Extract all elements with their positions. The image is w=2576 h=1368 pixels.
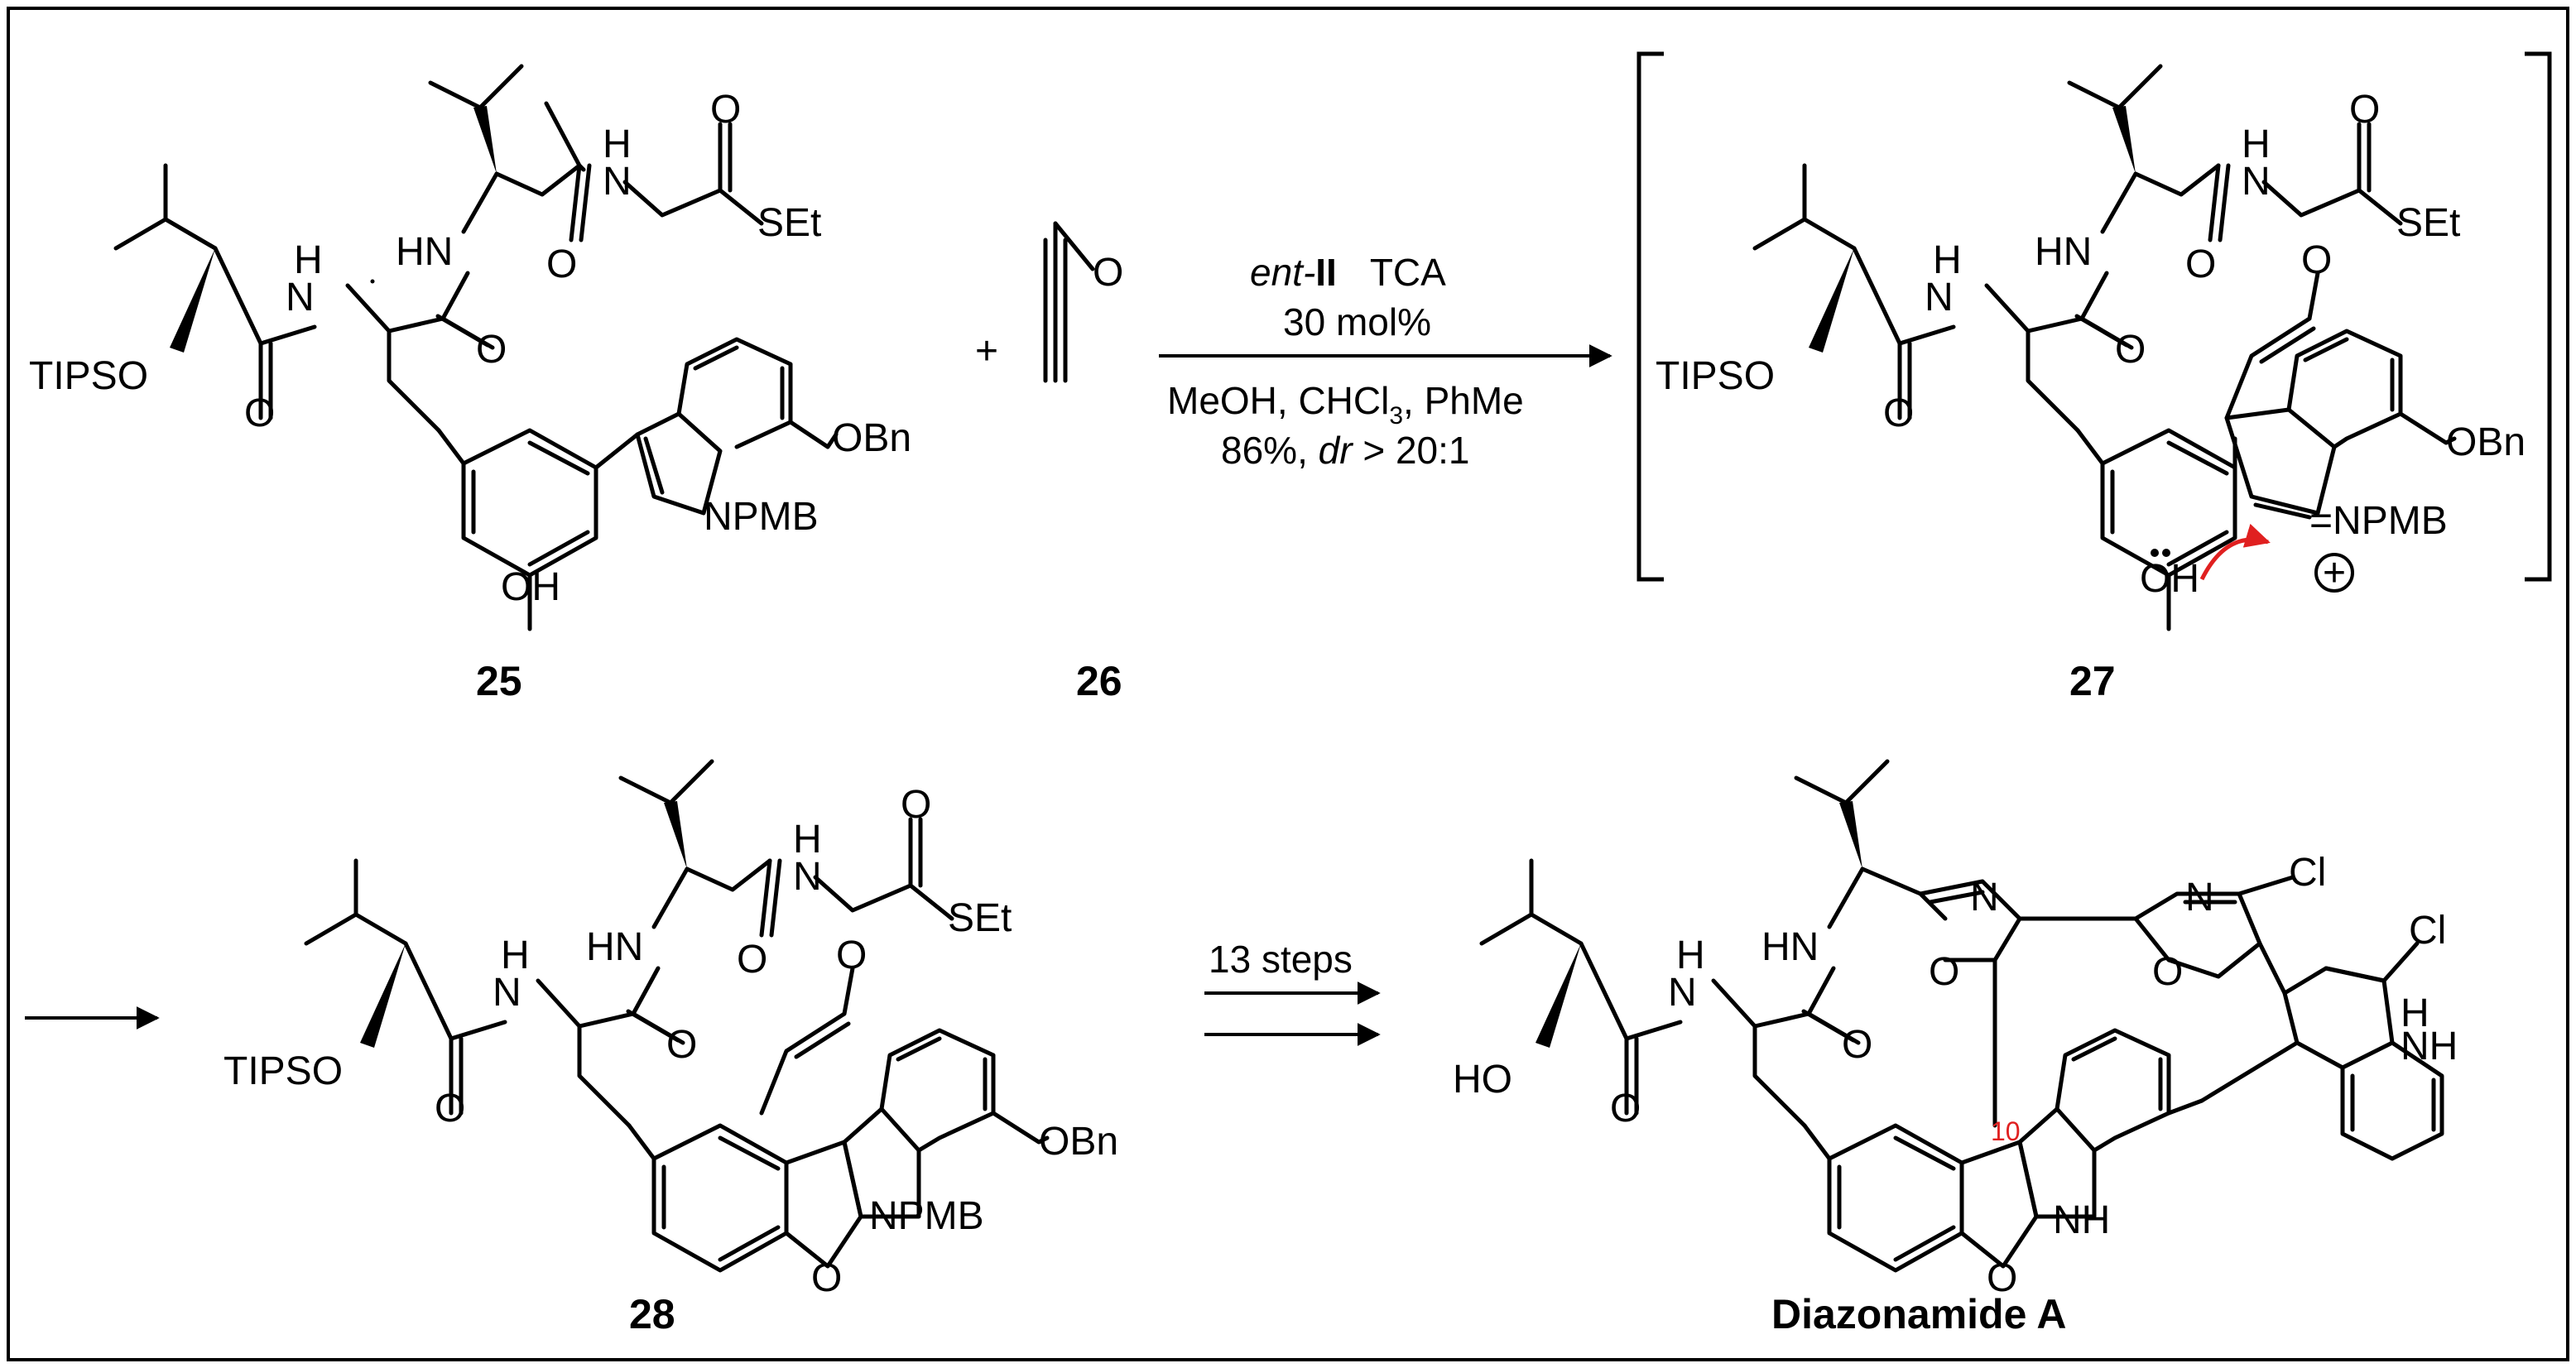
compound-26	[1043, 221, 1095, 383]
bracket-right	[2525, 51, 2552, 582]
c27-h3-label: H	[2242, 122, 2271, 166]
compound-27-number: 27	[2069, 658, 2116, 704]
c28-aldehyde-o-label: O	[836, 934, 867, 977]
c27-npmb-label: =NPMB	[2309, 499, 2448, 543]
diaz-cl2-label: Cl	[2409, 909, 2446, 953]
c25-n3-label: N	[603, 160, 632, 204]
c27-positive-charge	[2314, 553, 2354, 593]
diaz-ox2-n-label: N	[2185, 876, 2214, 919]
diaz-indole-h-label: H	[2401, 991, 2429, 1035]
c28-o3-label: O	[737, 938, 767, 982]
conditions-yield-dr: 86%, dr > 20:1	[1221, 429, 1470, 472]
c27-set-label: SEt	[2396, 201, 2460, 245]
c28-n1-label: N	[493, 971, 521, 1015]
c28-o1-label: O	[435, 1087, 465, 1130]
c25-o1-label: O	[244, 391, 275, 435]
bracket-left	[1636, 51, 1664, 582]
c25-o2-label: O	[476, 328, 507, 372]
c25-h1-label: H	[294, 238, 323, 282]
c27-obn-label: OBn	[2446, 420, 2526, 464]
diaz-c10-locant: 10	[1991, 1116, 2021, 1146]
c27-lone-pair-1	[2151, 549, 2159, 557]
c25-o3-label: O	[546, 242, 577, 286]
c27-lone-pair-2	[2162, 549, 2170, 557]
compound-25-number: 25	[476, 658, 522, 704]
c27-n3-label: N	[2242, 160, 2271, 204]
scheme-frame	[7, 7, 2569, 1361]
compound-28	[304, 759, 1050, 1273]
c25-obn-label: OBn	[832, 416, 911, 460]
c27-o2-label: O	[2115, 328, 2146, 372]
diaz-o1-label: O	[1610, 1087, 1641, 1130]
compound-diazonamide-a	[1479, 759, 2444, 1273]
c25-set-label: SEt	[757, 201, 821, 245]
c28-ring-o-label: O	[811, 1256, 842, 1300]
diaz-o2-label: O	[1842, 1023, 1872, 1067]
c28-tipso-label: TIPSO	[223, 1049, 343, 1093]
c27-o1-label: O	[1883, 391, 1914, 435]
c27-n1-label: N	[1925, 276, 1954, 319]
c28-obn-label: OBn	[1039, 1120, 1118, 1164]
diaz-n1-label: N	[1668, 971, 1697, 1015]
c25-npmb-label: NPMB	[704, 495, 819, 539]
plus-sign: +	[975, 329, 998, 373]
diaz-ring-o-label: O	[1987, 1256, 2017, 1300]
c25-oh-label: OH	[501, 565, 560, 609]
c26-o-label: O	[1093, 251, 1123, 295]
c27-hn2-label: HN	[2035, 230, 2092, 274]
conditions-13-steps: 13 steps	[1209, 938, 1353, 981]
c27-tipso-label: TIPSO	[1656, 354, 1775, 398]
c28-o2-label: O	[666, 1023, 697, 1067]
c27-oh-label: OH	[2140, 557, 2199, 601]
compound-26-number: 26	[1076, 658, 1122, 704]
diaz-ox1-n-label: N	[1970, 876, 1999, 919]
diaz-hn2-label: HN	[1761, 925, 1819, 969]
c28-npmb-label: NPMB	[869, 1194, 984, 1238]
diaz-ho-label: HO	[1453, 1058, 1512, 1102]
c27-h1-label: H	[1933, 238, 1962, 282]
diaz-ox1-o-label: O	[1929, 950, 1959, 994]
c27-o3-label: O	[2185, 242, 2216, 286]
c27-aldehyde-o-label: O	[2301, 238, 2332, 282]
diaz-h1-label: H	[1676, 934, 1705, 977]
c27-o4-label: O	[2349, 88, 2380, 132]
c28-n3-label: N	[793, 855, 822, 899]
c25-h3-label: H	[603, 122, 632, 166]
diaz-aminal-nh-label: NH	[2053, 1198, 2110, 1242]
c28-hn2-label: HN	[586, 925, 643, 969]
conditions-solvents: MeOH, CHCl3, PhMe	[1167, 379, 1524, 430]
c25-hn2-label: HN	[396, 230, 453, 274]
diaz-indole-nh-label: NH	[2401, 1025, 2458, 1068]
diaz-ox2-o-label: O	[2152, 950, 2183, 994]
conditions-loading: 30 mol%	[1283, 300, 1431, 343]
compound-27	[1752, 64, 2457, 631]
compound-25	[113, 64, 839, 631]
compound-diazonamide-a-name: Diazonamide A	[1771, 1291, 2067, 1337]
compound-28-number: 28	[629, 1291, 675, 1337]
c28-h1-label: H	[501, 934, 530, 977]
c27-plus-label: +	[2323, 551, 2346, 595]
diaz-cl1-label: Cl	[2289, 851, 2326, 895]
c28-o4-label: O	[901, 783, 931, 827]
c25-tipso-label: TIPSO	[29, 354, 148, 398]
c25-n1-label: N	[286, 276, 315, 319]
c25-o4-label: O	[710, 88, 741, 132]
c28-set-label: SEt	[948, 896, 1012, 940]
c28-h3-label: H	[793, 818, 822, 862]
